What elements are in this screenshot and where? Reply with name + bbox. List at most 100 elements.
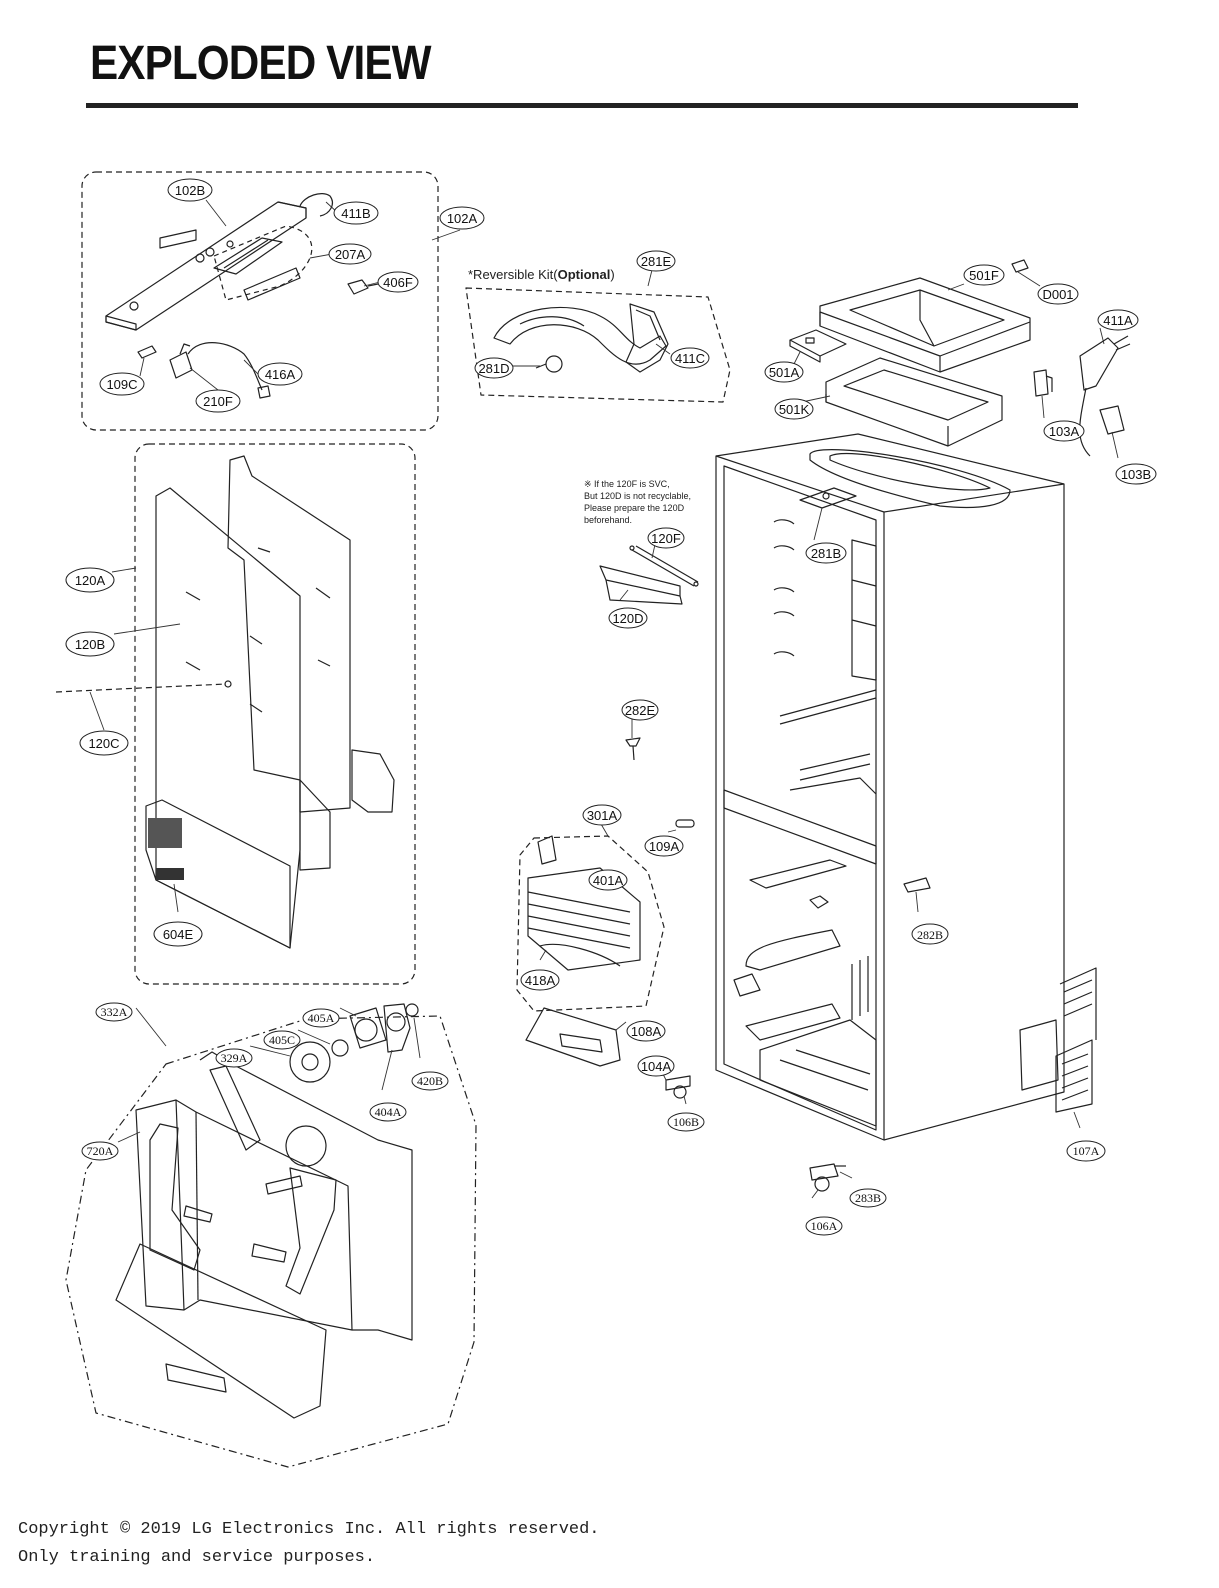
- callout-411A: 411A: [1097, 309, 1139, 331]
- kit-prefix: *Reversible Kit(: [468, 267, 558, 282]
- svc-note-line: ※ If the 120F is SVC,: [584, 479, 670, 489]
- callout-301A: 301A: [582, 804, 622, 826]
- callout-282B: 282B: [911, 923, 949, 945]
- callout-label: 108A: [631, 1024, 662, 1039]
- evaporator-301a: [527, 835, 641, 971]
- callout-102A: 102A: [439, 206, 485, 230]
- callout-120C: 120C: [79, 730, 129, 756]
- callout-label: 282B: [917, 928, 943, 942]
- evaporator-group-box: [516, 835, 665, 1012]
- callout-106B: 106B: [667, 1112, 705, 1132]
- callout-label: 329A: [221, 1051, 248, 1065]
- hinge-106a: [809, 1163, 846, 1192]
- kit-optional: Optional: [557, 267, 611, 282]
- callout-720A: 720A: [81, 1141, 119, 1161]
- callout-label: 102A: [447, 211, 478, 226]
- callout-label: 301A: [587, 808, 618, 823]
- callout-label: 281B: [811, 546, 841, 561]
- footer-copyright: Copyright © 2019 LG Electronics Inc. All…: [18, 1520, 600, 1539]
- callout-label: 104A: [641, 1059, 672, 1074]
- svc-note-line: beforehand.: [584, 515, 633, 525]
- top-bracket-102b: [105, 193, 333, 331]
- callout-411B: 411B: [333, 201, 379, 225]
- callout-405A: 405A: [302, 1008, 340, 1028]
- callout-404A: 404A: [369, 1102, 407, 1122]
- fan-motor-405a: [349, 1003, 419, 1053]
- callout-label: 207A: [335, 247, 366, 262]
- pcb-501a: [789, 329, 847, 363]
- callout-106A: 106A: [805, 1216, 843, 1236]
- callout-label: 109A: [649, 839, 680, 854]
- callout-label: 411A: [1103, 313, 1133, 328]
- callout-102B: 102B: [167, 178, 213, 202]
- callout-label: 411C: [675, 351, 705, 366]
- callout-label: D001: [1042, 287, 1073, 302]
- callout-104A: 104A: [637, 1055, 675, 1077]
- kit-suffix: ): [610, 267, 615, 282]
- callout-405C: 405C: [263, 1030, 301, 1050]
- callout-120B: 120B: [65, 631, 115, 657]
- callout-411C: 411C: [670, 347, 710, 369]
- title-rule: [86, 103, 1078, 108]
- callout-210F: 210F: [195, 389, 241, 413]
- panel-120b: [145, 487, 301, 949]
- callout-416A: 416A: [257, 362, 303, 386]
- callouts: 102B 411B 102A 207A 406F 109C 210F 416A …: [65, 178, 1157, 1236]
- top-assembly-group-box: [81, 171, 439, 431]
- callout-107A: 107A: [1066, 1140, 1106, 1162]
- sensor-406f: [347, 279, 379, 295]
- callout-label: 282E: [625, 703, 656, 718]
- callout-label: 501K: [779, 402, 810, 417]
- callout-label: 106B: [673, 1115, 699, 1129]
- rail-holder-120d: [599, 565, 683, 605]
- callout-label: 405C: [269, 1033, 295, 1047]
- callout-label: 210F: [203, 394, 233, 409]
- fan-cover-720a: [115, 1051, 413, 1419]
- callout-label: 404A: [375, 1105, 402, 1119]
- callout-label: 120B: [75, 637, 105, 652]
- callout-501K: 501K: [774, 398, 814, 420]
- callout-label: 281E: [641, 254, 672, 269]
- duct-120a-bottom: [299, 749, 395, 871]
- callout-120A: 120A: [65, 567, 115, 593]
- callout-207A: 207A: [328, 243, 372, 265]
- pcb-case-501k: [825, 357, 1003, 447]
- svc-note-line: But 120D is not recyclable,: [584, 491, 692, 501]
- footer-usage: Only training and service purposes.: [18, 1548, 376, 1567]
- callout-label: 120D: [612, 611, 643, 626]
- hinge-104a: [665, 1075, 691, 1099]
- callout-label: 103A: [1049, 424, 1080, 439]
- callout-282E: 282E: [621, 699, 659, 721]
- callout-label: 406F: [383, 275, 413, 290]
- reversible-kit-group-box: [465, 287, 731, 403]
- callout-label: 401A: [593, 873, 624, 888]
- callout-109C: 109C: [99, 372, 145, 396]
- callout-label: 103B: [1121, 467, 1151, 482]
- part-109a: [675, 819, 695, 828]
- pcb-cover-501f: [819, 277, 1031, 373]
- callout-label: 604E: [163, 927, 194, 942]
- callout-label: 411B: [341, 206, 370, 221]
- callout-label: 106A: [811, 1219, 838, 1233]
- callout-label: 281D: [478, 361, 509, 376]
- part-282b: [903, 877, 931, 893]
- callout-418A: 418A: [520, 969, 560, 991]
- callout-406F: 406F: [377, 271, 419, 293]
- reversible-kit-label: *Reversible Kit(Optional): [468, 267, 615, 282]
- callout-label: 418A: [525, 973, 556, 988]
- part-109c: [137, 345, 157, 359]
- callout-329A: 329A: [215, 1048, 253, 1068]
- screw-282e: [625, 737, 641, 761]
- pcb-207a: [213, 225, 313, 301]
- callout-label: 107A: [1073, 1144, 1100, 1158]
- callout-label: 405A: [308, 1011, 335, 1025]
- part-103a: [1033, 369, 1053, 397]
- callout-label: 501F: [969, 268, 999, 283]
- panel-assembly-group-box: [134, 443, 416, 985]
- callout-D001: D001: [1037, 283, 1079, 305]
- connector-d001: [1011, 259, 1029, 273]
- panel-120a: [227, 455, 351, 813]
- callout-label: 332A: [101, 1005, 128, 1019]
- callout-120F: 120F: [647, 527, 685, 549]
- callout-501A: 501A: [764, 361, 804, 383]
